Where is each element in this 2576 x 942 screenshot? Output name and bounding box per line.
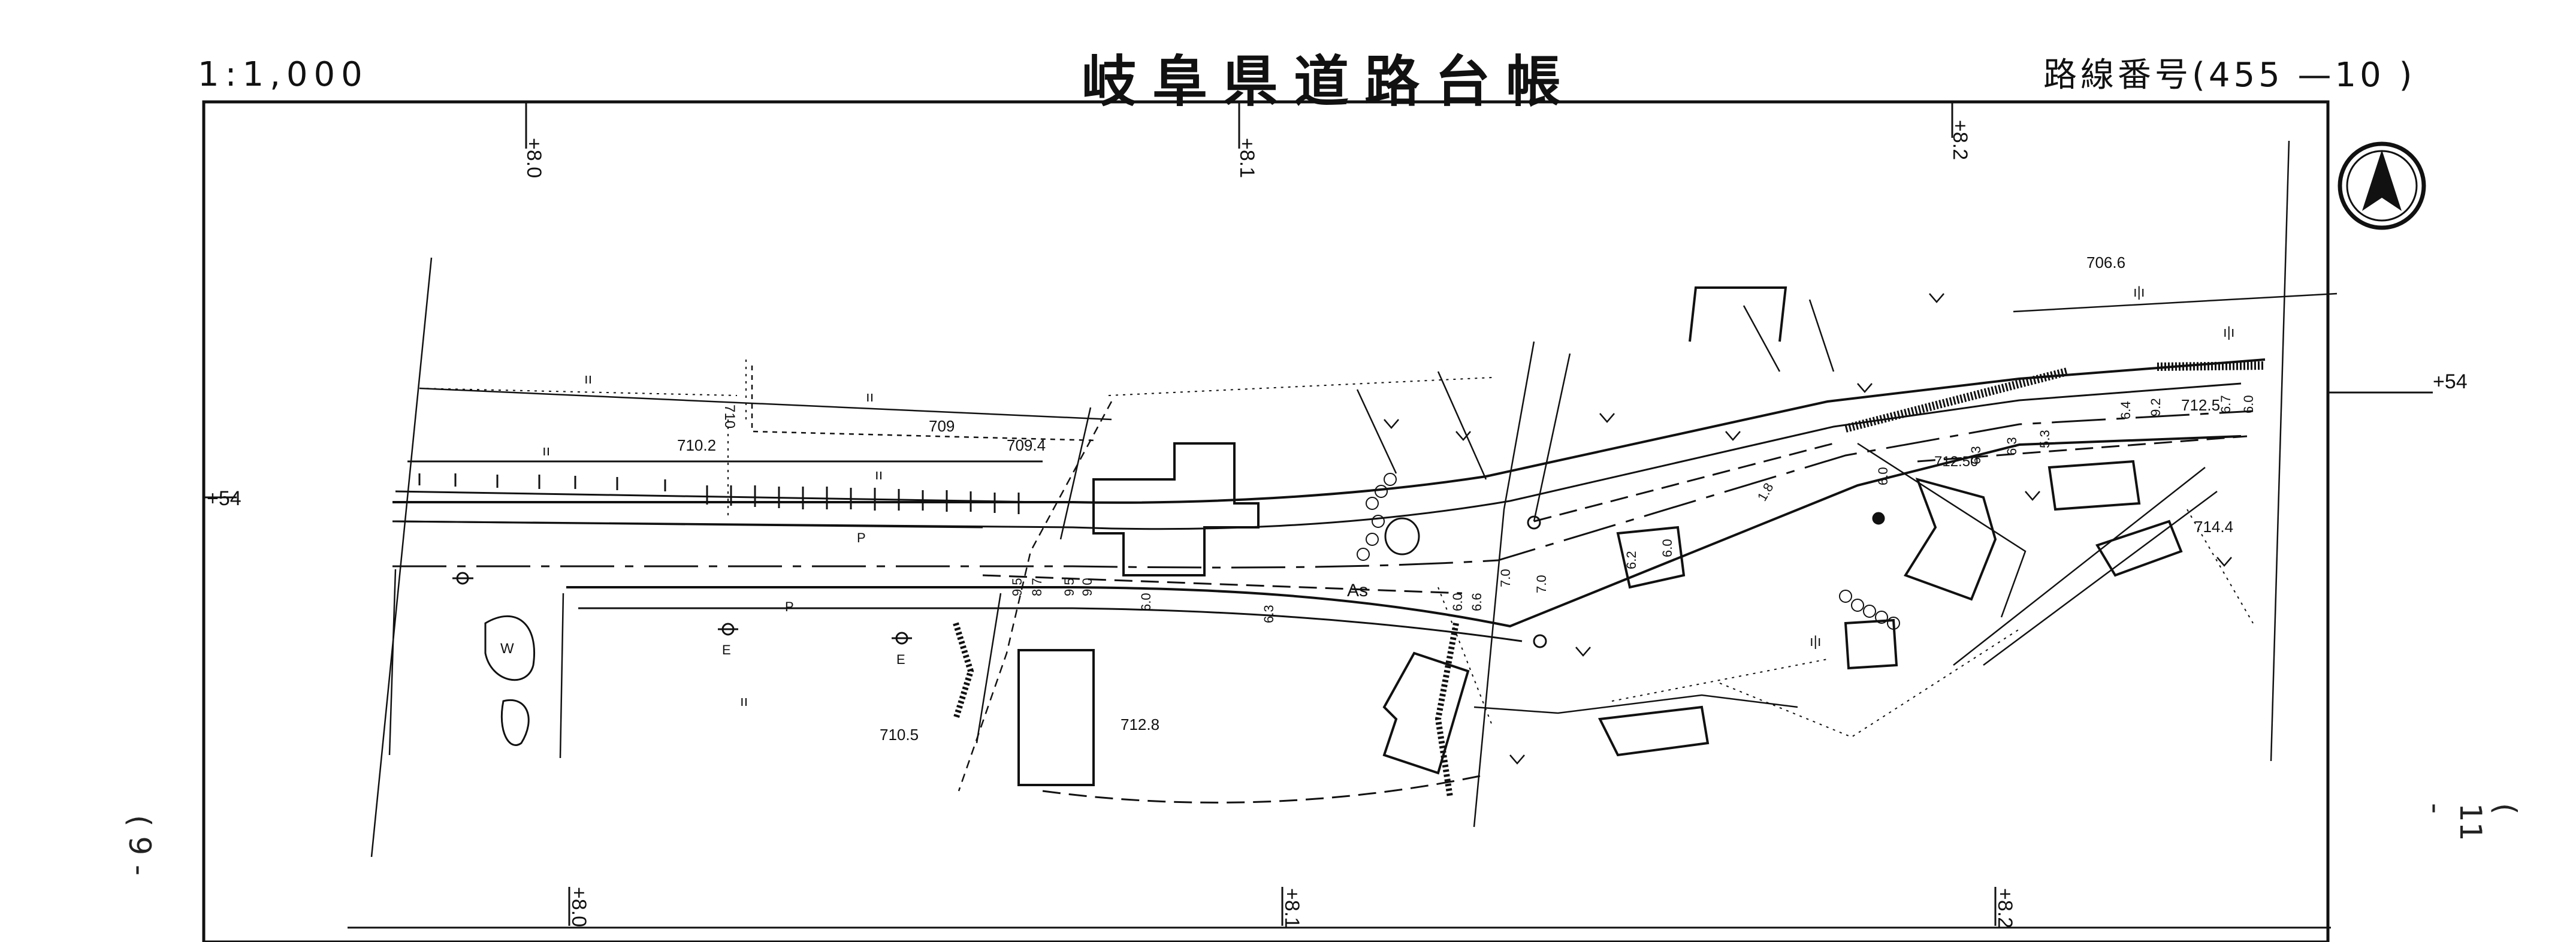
- pole-label-e2: E: [896, 652, 905, 667]
- road-width-1: 9.5: [1010, 578, 1025, 596]
- pond-label: W: [500, 641, 514, 657]
- road-width-2: 8.7: [1029, 578, 1044, 596]
- pole-label-p2: P: [785, 599, 794, 614]
- road-width-17: 6.4: [2118, 401, 2133, 419]
- field-mark-8: ı|ı: [1810, 633, 1822, 650]
- road-edges: [392, 358, 2266, 642]
- contour-label: 710: [721, 404, 738, 428]
- retaining-walls: [953, 361, 2266, 798]
- elevation-7: 706.6: [2086, 253, 2125, 271]
- station-top-1: +8.0: [523, 138, 545, 178]
- road-width-7: 6.0: [1450, 593, 1465, 611]
- station-left-edge: +54: [207, 487, 241, 510]
- road-width-11: 6.2: [1624, 551, 1639, 569]
- field-mark-1: ıı: [584, 371, 592, 387]
- field-mark-4: ıı: [875, 467, 883, 483]
- road-width-9: 7.0: [1498, 569, 1513, 587]
- side-road-upper-left: [395, 460, 1043, 529]
- road-centerline: [392, 410, 2254, 569]
- road-width-20: 6.0: [2241, 395, 2256, 413]
- vegetation-marks: [1384, 293, 2232, 765]
- road-width-18: 9.2: [2148, 398, 2163, 416]
- field-mark-6: ı|ı: [2133, 284, 2145, 300]
- station-top-2: +8.1: [1236, 138, 1258, 178]
- pole-label-e1: E: [722, 642, 731, 657]
- road-width-16: 5.3: [2037, 430, 2052, 448]
- elevation-5: 712.8: [1121, 715, 1159, 733]
- buildings: [1017, 286, 2183, 786]
- field-boundaries-dotted: [419, 360, 2254, 738]
- road-width-21: 1.8: [1754, 481, 1777, 504]
- map-scale: 1:1,000: [198, 55, 369, 94]
- elevation-3: 709.4: [1007, 436, 1046, 454]
- field-mark-5: ıı: [740, 693, 748, 709]
- road-width-15: 6.3: [2004, 437, 2019, 455]
- road-width-6: 6.3: [1261, 605, 1276, 623]
- elevation-6: 712.50: [1934, 454, 1978, 470]
- field-mark-3: ıı: [542, 443, 550, 459]
- road-width-19: 6.7: [2218, 395, 2233, 413]
- parcel-lines: [370, 140, 2338, 858]
- station-ticks-top: [204, 103, 2433, 499]
- elevation-8: 712.5: [2181, 396, 2220, 414]
- ponds: [484, 517, 1420, 746]
- shrub-dots: [1357, 473, 1900, 630]
- station-right-edge: +54: [2433, 370, 2468, 393]
- utility-poles: [452, 512, 1885, 648]
- road-width-12: 6.0: [1660, 539, 1675, 557]
- field-mark-2: ıı: [866, 389, 874, 405]
- station-bottom-3: +8.2: [1994, 888, 2016, 928]
- road-width-4: 9.0: [1080, 578, 1095, 596]
- asphalt-label: As: [1347, 581, 1368, 600]
- station-bottom-1: +8.0: [567, 887, 590, 927]
- station-bottom-2: +8.1: [1281, 888, 1303, 928]
- road-width-14: 6.3: [1968, 446, 1983, 464]
- pole-label-p1: P: [857, 530, 866, 545]
- elevation-9: 714.4: [2194, 518, 2233, 536]
- north-arrow-icon: [2338, 141, 2426, 230]
- station-ticks-bottom: [568, 887, 1997, 926]
- road-boundary-dashed: [982, 435, 2248, 804]
- embankment-ticks: [418, 473, 1020, 514]
- field-mark-7: ı|ı: [2223, 324, 2235, 340]
- station-top-3: +8.2: [1949, 120, 1971, 160]
- elevation-1: 710.2: [677, 436, 716, 454]
- route-number: 路線番号(455 —10 ): [2043, 56, 2416, 95]
- map-frame: [202, 100, 2330, 942]
- road-width-8: 6.6: [1469, 593, 1484, 611]
- road-width-13: 6.0: [1876, 467, 1891, 485]
- elevation-4: 710.5: [880, 726, 919, 744]
- road-width-5: 6.0: [1138, 593, 1153, 611]
- elevation-2: 709: [929, 417, 955, 435]
- road-width-3: 9.5: [1062, 578, 1077, 596]
- road-width-10: 7.0: [1534, 575, 1549, 593]
